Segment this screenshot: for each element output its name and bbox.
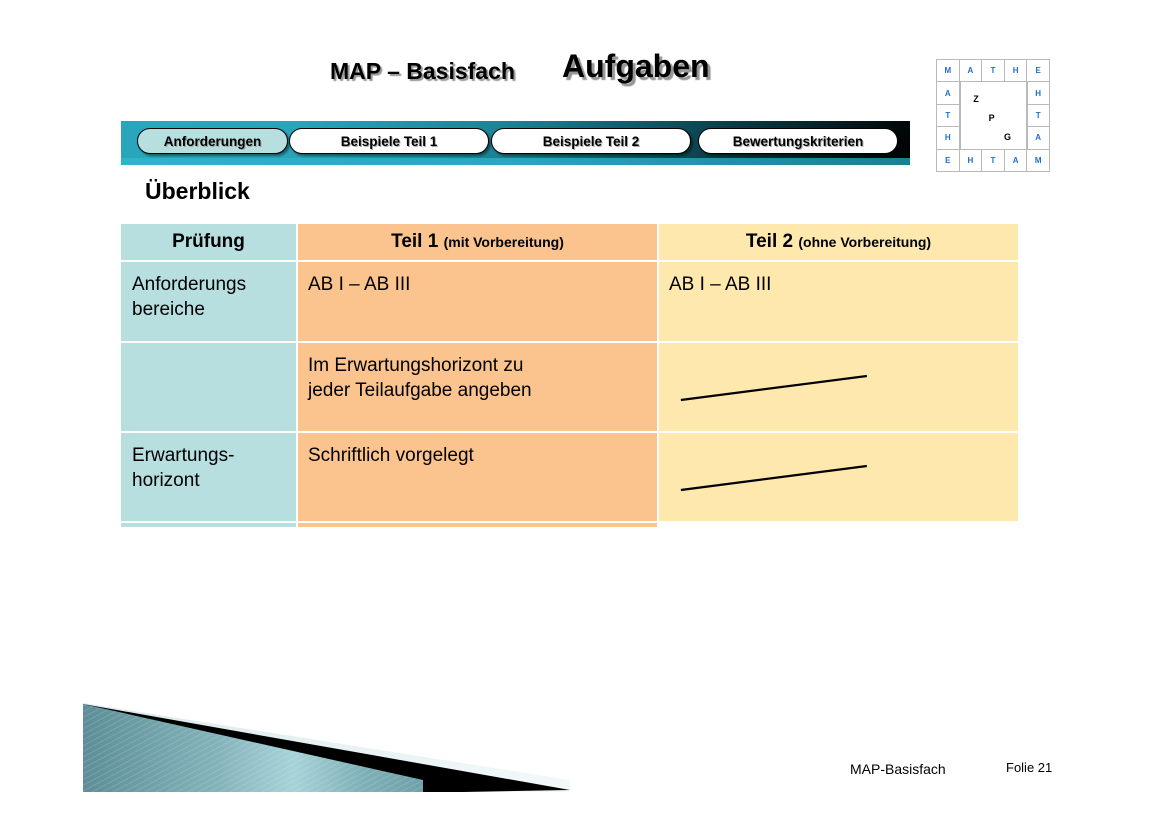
logo-cell: M — [936, 58, 960, 83]
logo-cell: M — [1026, 148, 1050, 172]
footer-left-text: MAP-Basisfach — [850, 761, 946, 777]
logo-cell: A — [1003, 148, 1028, 172]
mathe-logo-grid: M A T H E A Z P G H T T H A E — [936, 58, 1050, 172]
footer-right-text: Folie 21 — [1006, 760, 1053, 775]
table-header-teil-2: Teil 2 (ohne Vorbereitung) — [659, 224, 1020, 262]
cell-text: AB I – AB III — [669, 274, 772, 295]
table-row: Erwartungs-horizont Schriftlich vorgeleg… — [121, 433, 1020, 523]
table-cell-sliver — [298, 523, 659, 529]
table-header-row: Prüfung Teil 1 (mit Vorbereitung) Teil 2… — [121, 224, 1020, 262]
nav-button-label: Bewertungskriterien — [732, 133, 864, 149]
logo-cell: H — [1003, 58, 1028, 83]
nav-button-anforderungen[interactable]: Anforderungen — [137, 128, 288, 154]
table-cell-teil-2: AB I – AB III — [659, 262, 1020, 343]
nav-button-label: Beispiele Teil 1 — [340, 133, 438, 149]
logo-cell: T — [981, 148, 1005, 172]
nav-button-beispiele-teil-2[interactable]: Beispiele Teil 2 — [491, 128, 691, 154]
page-title-main: MAP – Basisfach — [330, 58, 515, 84]
nav-button-beispiele-teil-1[interactable]: Beispiele Teil 1 — [289, 128, 489, 154]
table-header-pruefung: Prüfung — [121, 224, 298, 262]
nav-button-label: Beispiele Teil 2 — [542, 133, 640, 149]
cell-text — [121, 343, 296, 353]
logo-cell: E — [936, 148, 960, 172]
logo-cell: T — [981, 58, 1005, 83]
logo-cell: T — [1026, 103, 1050, 128]
logo-cell: H — [958, 148, 983, 172]
cell-text: Schriftlich vorgelegt — [308, 445, 474, 466]
page-title-sub: Aufgaben — [562, 48, 710, 84]
header-main-text: Prüfung — [172, 231, 245, 252]
logo-cell: A — [958, 58, 983, 83]
header-note-text: (ohne Vorbereitung) — [798, 234, 932, 250]
nav-button-bewertungskriterien[interactable]: Bewertungskriterien — [698, 128, 898, 154]
decorative-triangle-graphic — [83, 703, 570, 792]
table-cell-pruefung — [121, 343, 298, 433]
header-note-text: (mit Vorbereitung) — [443, 234, 564, 250]
table-cell-teil-2-struck-out — [659, 343, 1020, 433]
logo-inner-box: Z P G — [959, 81, 1029, 150]
header-main-text: Teil 2 — [745, 231, 794, 252]
cell-text: AB I – AB III — [308, 274, 411, 295]
table-cell-sliver — [659, 523, 1020, 529]
navigation-bar: Anforderungen Beispiele Teil 1 Beispiele… — [121, 121, 910, 165]
table-header-teil-1: Teil 1 (mit Vorbereitung) — [298, 224, 659, 262]
logo-cell: A — [1026, 126, 1050, 150]
logo-cell: A — [936, 81, 960, 105]
decorative-triangles — [83, 700, 570, 792]
overview-table: Prüfung Teil 1 (mit Vorbereitung) Teil 2… — [121, 224, 1020, 529]
nav-button-label: Anforderungen — [163, 133, 262, 149]
logo-cell: H — [1026, 81, 1050, 105]
cell-text: Erwartungs-horizont — [132, 445, 235, 491]
section-heading: Überblick — [145, 178, 250, 204]
table-row-sliver — [121, 523, 1020, 529]
logo-inner-letter-z: Z — [973, 93, 979, 104]
table-cell-teil-1: AB I – AB III — [298, 262, 659, 343]
table-cell-teil-1: Schriftlich vorgelegt — [298, 433, 659, 523]
table-cell-teil-2-struck-out — [659, 433, 1020, 523]
table-cell-pruefung: Erwartungs-horizont — [121, 433, 298, 523]
logo-cell: H — [936, 126, 960, 150]
diagonal-strike-line-icon — [680, 374, 867, 402]
logo-cell: E — [1026, 58, 1050, 83]
logo-inner-letter-g: G — [1004, 132, 1012, 143]
logo-cell: T — [936, 103, 960, 128]
diagonal-strike-line-icon — [680, 464, 867, 492]
table-cell-sliver — [121, 523, 298, 529]
logo-inner-letter-p: P — [988, 113, 995, 124]
header-main-text: Teil 1 — [391, 231, 439, 252]
